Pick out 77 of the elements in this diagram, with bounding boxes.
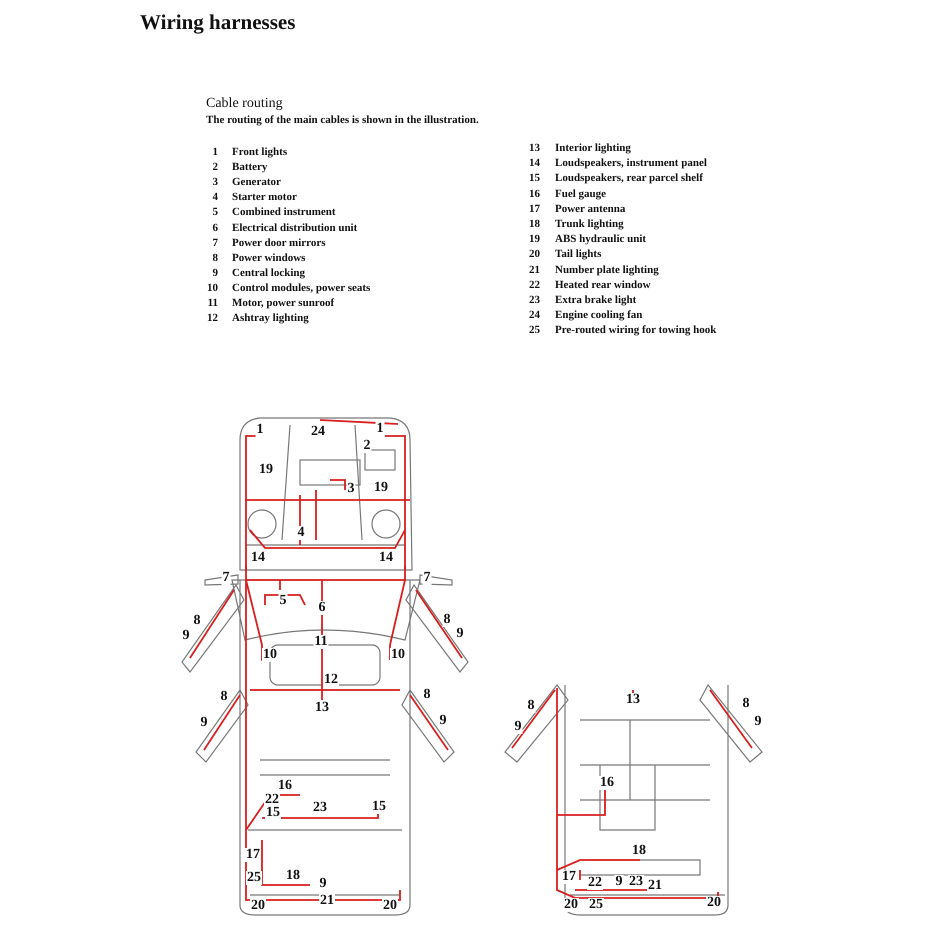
key-description: Engine cooling fan bbox=[555, 309, 642, 322]
key-number: 3 bbox=[212, 176, 218, 188]
callout-number: 12 bbox=[323, 673, 339, 687]
intro-text: The routing of the main cables is shown in the illustration. bbox=[206, 114, 479, 126]
key-description: Battery bbox=[232, 161, 268, 174]
callout-number: 1 bbox=[256, 423, 264, 437]
key-description: Central locking bbox=[232, 266, 306, 279]
key-number: 23 bbox=[528, 294, 540, 306]
key-number: 10 bbox=[206, 282, 218, 294]
key-description: Generator bbox=[232, 176, 281, 188]
key-description: Power antenna bbox=[555, 202, 626, 215]
key-description: ABS hydraulic unit bbox=[555, 233, 646, 246]
key-number: 5 bbox=[212, 206, 218, 218]
key-number: 4 bbox=[212, 191, 218, 204]
callout-number: 22 bbox=[264, 793, 280, 807]
key-description: Number plate lighting bbox=[555, 264, 659, 276]
key-number: 8 bbox=[212, 252, 218, 264]
key-number: 9 bbox=[212, 266, 218, 279]
key-number: 20 bbox=[528, 248, 540, 260]
callout-number: 25 bbox=[246, 871, 262, 885]
callout-number: 16 bbox=[599, 776, 615, 790]
callout-number: 6 bbox=[318, 601, 326, 615]
key-number: 13 bbox=[528, 142, 540, 154]
key-description: Starter motor bbox=[232, 191, 297, 204]
key-description: Fuel gauge bbox=[555, 188, 606, 200]
key-description: Interior lighting bbox=[555, 142, 631, 154]
key-number: 12 bbox=[206, 312, 218, 324]
key-description: Electrical distribution unit bbox=[232, 222, 358, 234]
key-description: Combined instrument bbox=[232, 206, 336, 218]
key-number: 21 bbox=[528, 264, 540, 276]
key-number: 1 bbox=[212, 146, 218, 158]
key-number: 14 bbox=[528, 157, 540, 170]
page-title: Wiring harnesses bbox=[140, 10, 296, 35]
callout-number: 8 bbox=[526, 699, 536, 713]
callout-number: 17 bbox=[245, 848, 261, 862]
callout-number: 10 bbox=[390, 648, 406, 662]
key-number: 6 bbox=[212, 222, 218, 234]
key-number: 16 bbox=[528, 188, 540, 200]
key-description: Power door mirrors bbox=[232, 236, 326, 249]
callout-number: 15 bbox=[265, 806, 281, 820]
callout-number: 21 bbox=[647, 879, 663, 893]
key-description: Loudspeakers, instrument panel bbox=[555, 157, 707, 170]
callout-number: 20 bbox=[250, 899, 266, 913]
callout-number: 15 bbox=[371, 800, 387, 814]
key-description: Extra brake light bbox=[555, 294, 636, 306]
callout-number: 11 bbox=[313, 635, 329, 649]
callout-number: 20 bbox=[563, 898, 579, 912]
callout-number: 4 bbox=[296, 526, 306, 540]
key-number: 7 bbox=[212, 236, 218, 249]
key-description: Power windows bbox=[232, 252, 306, 264]
key-description: Ashtray lighting bbox=[232, 312, 309, 324]
callout-number: 7 bbox=[222, 571, 230, 585]
callout-number: 2 bbox=[362, 439, 372, 453]
section-heading: Cable routing bbox=[206, 96, 283, 112]
key-description: Loudspeakers, rear parcel shelf bbox=[555, 172, 703, 184]
key-description: Tail lights bbox=[555, 248, 602, 260]
key-number: 18 bbox=[528, 218, 540, 230]
callout-number: 7 bbox=[422, 571, 432, 585]
callout-number: 22 bbox=[587, 876, 603, 890]
key-number: 11 bbox=[206, 297, 218, 309]
key-description: Control modules, power seats bbox=[232, 282, 370, 294]
callout-number: 17 bbox=[561, 870, 577, 884]
key-description: Heated rear window bbox=[555, 278, 651, 291]
callout-number: 9 bbox=[514, 720, 522, 734]
key-description: Trunk lighting bbox=[555, 218, 624, 230]
key-description: Motor, power sunroof bbox=[232, 297, 334, 309]
callout-number: 10 bbox=[262, 648, 278, 662]
key-description: Pre-routed wiring for towing hook bbox=[555, 324, 716, 336]
key-number: 17 bbox=[528, 202, 540, 215]
key-number: 19 bbox=[528, 233, 540, 246]
key-number: 15 bbox=[528, 172, 540, 184]
key-number: 22 bbox=[528, 278, 540, 291]
callout-number: 8 bbox=[442, 613, 452, 627]
key-number: 2 bbox=[212, 161, 218, 174]
key-description: Front lights bbox=[232, 146, 288, 158]
key-number: 24 bbox=[528, 309, 540, 322]
key-number: 25 bbox=[528, 324, 540, 336]
